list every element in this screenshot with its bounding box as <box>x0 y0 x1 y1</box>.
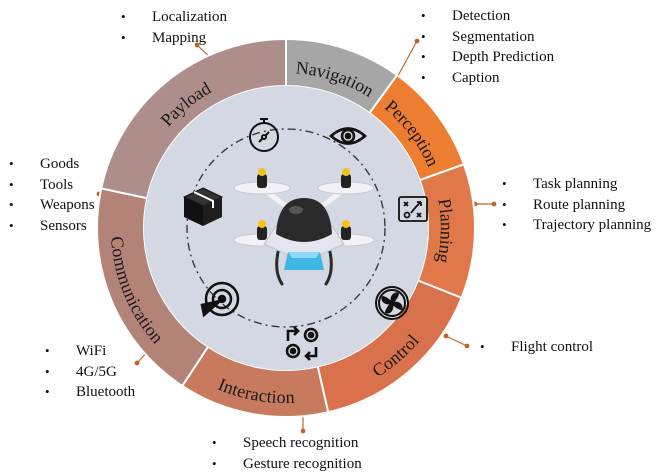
list-item: Tools <box>40 175 95 196</box>
list-item: Goods <box>40 154 95 175</box>
list-item: 4G/5G <box>76 362 135 383</box>
list-item: Flight control <box>511 337 593 358</box>
list-item: Task planning <box>533 174 651 195</box>
navigation-list: Localization Mapping <box>152 7 227 48</box>
connector-control <box>446 336 467 346</box>
interaction-list: Speech recognition Gesture recognition <box>243 433 362 474</box>
communication-list: WiFi 4G/5G Bluetooth <box>76 341 135 403</box>
list-item: Bluetooth <box>76 382 135 403</box>
list-item: Caption <box>452 68 554 89</box>
connector-dot <box>415 39 420 44</box>
list-item: Trajectory planning <box>533 215 651 236</box>
perception-list: Detection Segmentation Depth Prediction … <box>452 6 554 88</box>
connector-dot <box>492 202 497 207</box>
list-item: Segmentation <box>452 27 554 48</box>
list-item: Route planning <box>533 195 651 216</box>
list-item: Detection <box>452 6 554 27</box>
list-item: Sensors <box>40 216 95 237</box>
list-item: Mapping <box>152 28 227 49</box>
planning-list: Task planning Route planning Trajectory … <box>533 174 651 236</box>
control-list: Flight control <box>511 337 593 358</box>
connector-dot <box>465 344 470 349</box>
payload-list: Goods Tools Weapons Sensors <box>40 154 95 236</box>
list-item: Gesture recognition <box>243 454 362 474</box>
list-item: Depth Prediction <box>452 47 554 68</box>
connector-dot <box>444 334 449 339</box>
list-item: Speech recognition <box>243 433 362 454</box>
connector-dot <box>135 361 140 366</box>
list-item: Weapons <box>40 195 95 216</box>
list-item: WiFi <box>76 341 135 362</box>
list-item: Localization <box>152 7 227 28</box>
